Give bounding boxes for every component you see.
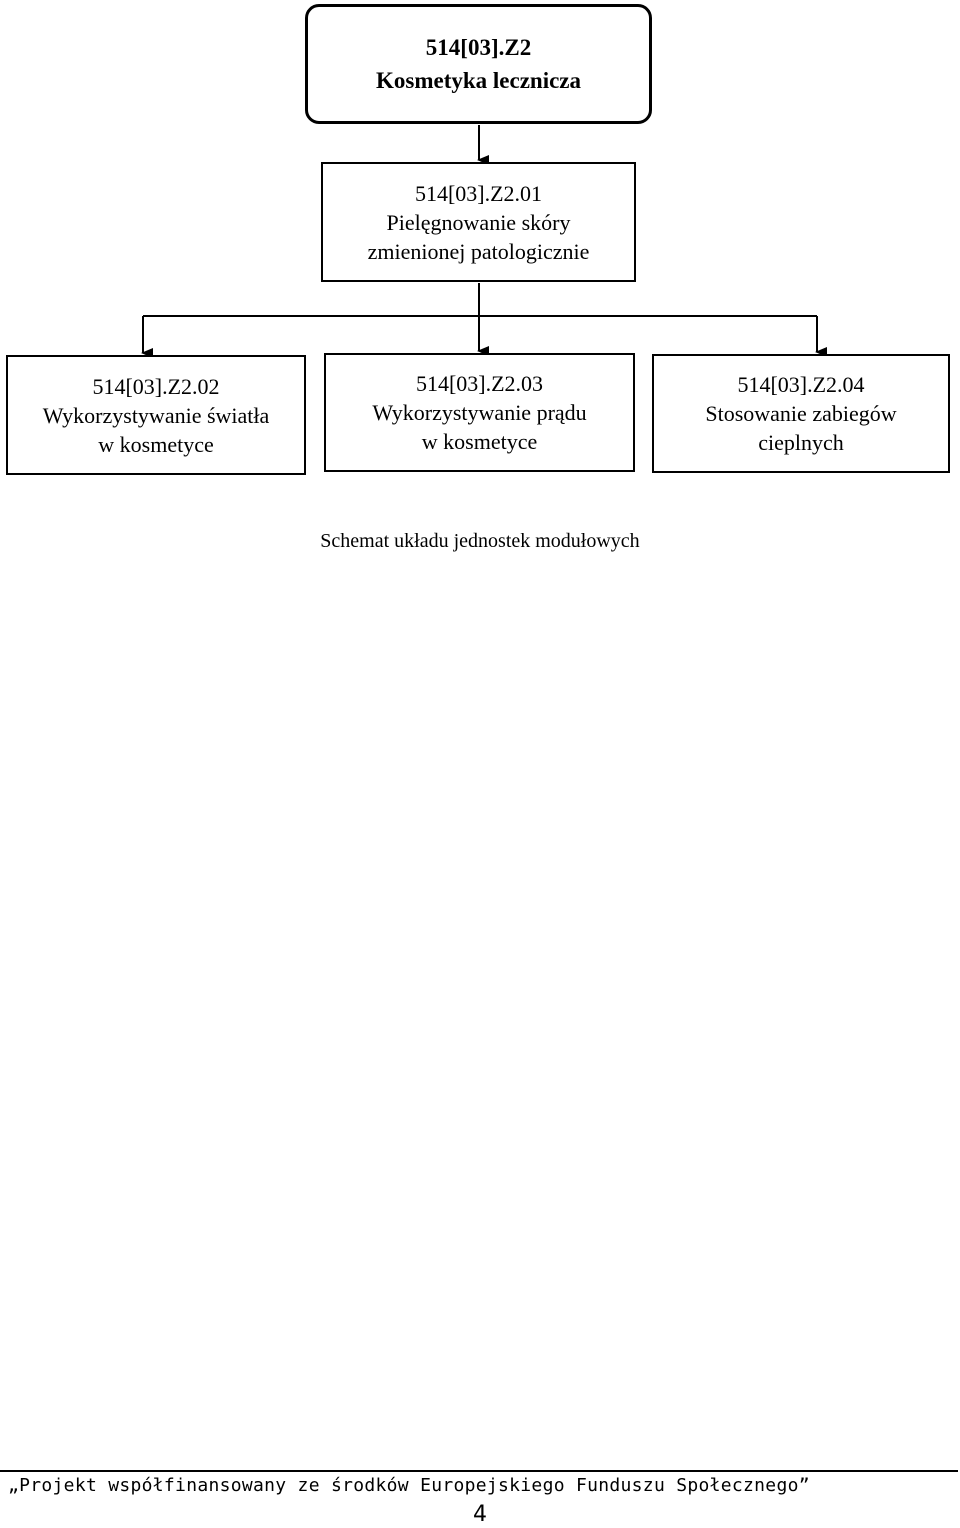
module-02-name-line2: w kosmetyce [98,431,214,457]
module-04-code: 514[03].Z2.04 [737,372,865,397]
module-02-name-line1: Wykorzystywanie światła [42,402,270,428]
module-01-code: 514[03].Z2.01 [414,180,543,206]
root-module-code: 514[03].Z2 [425,35,532,60]
module-01-name-line2: zmienionej patologicznie [367,238,590,264]
module-01-name-line1: Pielęgnowanie skóry [386,209,571,235]
module-03-box: 514[03].Z2.03 Wykorzystywanie prądu w ko… [324,353,635,472]
module-03-code: 514[03].Z2.03 [415,371,544,396]
module-02-box: 514[03].Z2.02 Wykorzystywanie światła w … [6,355,306,475]
module-03-name-line1: Wykorzystywanie prądu [372,400,587,425]
root-module-box: 514[03].Z2 Kosmetyka lecznicza [305,4,652,124]
module-01-box: 514[03].Z2.01 Pielęgnowanie skóry zmieni… [321,162,636,282]
page-number: 4 [473,1502,487,1527]
footer-divider [0,1470,958,1472]
root-module-name: Kosmetyka lecznicza [375,68,582,93]
diagram-caption: Schemat układu jednostek modułowych [320,530,640,552]
footer-funding-note: „Projekt współfinansowany ze środków Eur… [8,1475,810,1496]
module-04-name-line1: Stosowanie zabiegów [705,401,897,426]
module-03-name-line2: w kosmetyce [421,429,538,454]
module-04-name-line2: cieplnych [758,430,844,455]
module-02-code: 514[03].Z2.02 [92,373,220,399]
module-04-box: 514[03].Z2.04 Stosowanie zabiegów ciepln… [652,354,950,473]
